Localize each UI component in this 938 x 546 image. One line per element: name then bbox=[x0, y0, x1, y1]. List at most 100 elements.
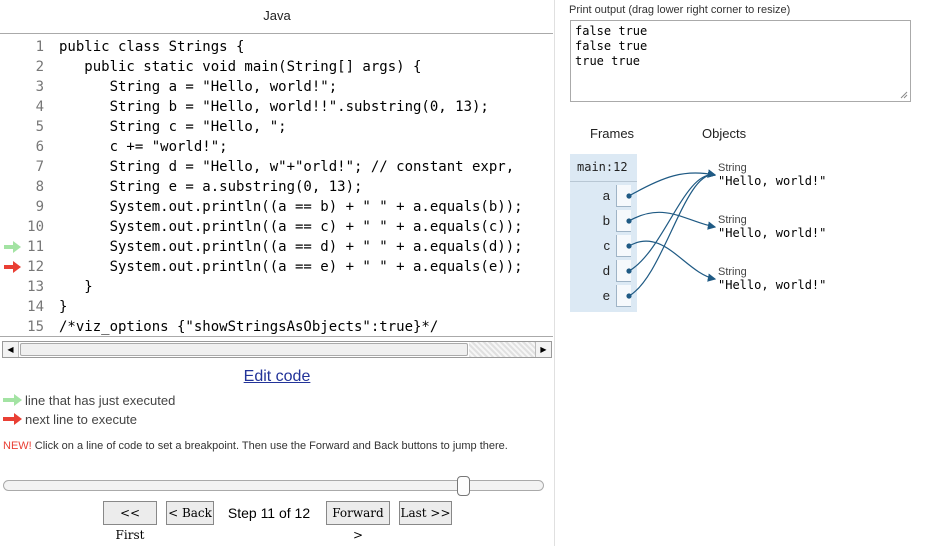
line-number[interactable]: 2 bbox=[35, 59, 44, 75]
visualization-panel: Print output (drag lower right corner to… bbox=[555, 0, 938, 546]
line-number[interactable]: 13 bbox=[27, 279, 44, 295]
print-output-line: false true bbox=[575, 24, 648, 38]
new-badge: NEW! bbox=[3, 440, 32, 452]
pointer-arrow bbox=[628, 169, 717, 197]
heap-string-object: String"Hello, world!" bbox=[718, 214, 826, 241]
line-number[interactable]: 10 bbox=[27, 219, 44, 235]
code-text: String b = "Hello, world!!".substring(0,… bbox=[59, 99, 489, 115]
code-text: System.out.println((a == e) + " " + a.eq… bbox=[59, 259, 523, 275]
variable-name: b bbox=[602, 213, 610, 228]
code-line[interactable]: 13 } bbox=[0, 277, 553, 297]
object-type-label: String bbox=[718, 214, 747, 226]
step-slider-handle[interactable] bbox=[457, 476, 470, 496]
line-number[interactable]: 11 bbox=[27, 239, 44, 255]
object-type-label: String bbox=[718, 266, 747, 278]
scroll-left-icon[interactable]: ◀ bbox=[3, 342, 19, 357]
variable-name: d bbox=[602, 263, 610, 278]
line-number[interactable]: 8 bbox=[35, 179, 44, 195]
heap-string-object: String"Hello, world!" bbox=[718, 266, 826, 293]
line-number[interactable]: 3 bbox=[35, 79, 44, 95]
code-line[interactable]: 5 String c = "Hello, "; bbox=[0, 117, 553, 137]
code-text: System.out.println((a == d) + " " + a.eq… bbox=[59, 239, 523, 255]
code-text: System.out.println((a == b) + " " + a.eq… bbox=[59, 199, 523, 215]
frames-header: Frames bbox=[590, 126, 635, 141]
edit-code-link[interactable]: Edit code bbox=[243, 368, 311, 385]
forward-button[interactable]: Forward > bbox=[326, 501, 390, 542]
print-output-title: Print output (drag lower right corner to… bbox=[569, 4, 791, 16]
code-line[interactable]: 11 System.out.println((a == d) + " " + a… bbox=[0, 237, 553, 257]
pane-divider[interactable] bbox=[554, 0, 555, 546]
red-right-arrow-icon bbox=[3, 413, 22, 425]
breakpoint-note: NEW! Click on a line of code to set a br… bbox=[3, 439, 543, 453]
pointer-dot bbox=[626, 243, 632, 249]
frame-separator bbox=[570, 181, 637, 182]
code-text: String e = a.substring(0, 13); bbox=[59, 179, 363, 195]
pointer-dot bbox=[626, 218, 632, 224]
first-button[interactable]: << First bbox=[103, 501, 157, 542]
code-line[interactable]: 7 String d = "Hello, w"+"orld!"; // cons… bbox=[0, 157, 553, 177]
line-number[interactable]: 15 bbox=[27, 319, 44, 335]
object-value: "Hello, world!" bbox=[718, 174, 827, 188]
pointer-arrow bbox=[628, 169, 717, 297]
code-line[interactable]: 14} bbox=[0, 297, 553, 317]
red-right-arrow-icon bbox=[4, 261, 21, 273]
code-line[interactable]: 12 System.out.println((a == e) + " " + a… bbox=[0, 257, 553, 277]
resize-grip-icon[interactable] bbox=[900, 91, 908, 99]
print-output-line: false true bbox=[575, 39, 648, 53]
code-line[interactable]: 6 c += "world!"; bbox=[0, 137, 553, 157]
step-slider[interactable] bbox=[3, 476, 544, 496]
code-line[interactable]: 8 String e = a.substring(0, 13); bbox=[0, 177, 553, 197]
line-number[interactable]: 9 bbox=[35, 199, 44, 215]
code-horizontal-scrollbar[interactable]: ◀ ▶ bbox=[2, 341, 552, 358]
object-value: "Hello, world!" bbox=[718, 278, 827, 292]
line-number[interactable]: 4 bbox=[35, 99, 44, 115]
last-button[interactable]: Last >> bbox=[399, 501, 452, 525]
variable-name: a bbox=[602, 188, 610, 203]
variable-pointer-cell bbox=[616, 185, 631, 207]
code-listing: 1 public class Strings { 2 public static v… bbox=[0, 33, 553, 337]
code-text: c += "world!"; bbox=[59, 139, 228, 155]
line-number[interactable]: 6 bbox=[35, 139, 44, 155]
frame-name: main:12 bbox=[577, 160, 628, 174]
line-number[interactable]: 12 bbox=[27, 259, 44, 275]
heap-string-object: String"Hello, world!" bbox=[718, 162, 826, 189]
legend-just-executed: line that has just executed bbox=[3, 392, 175, 408]
code-text: System.out.println((a == c) + " " + a.eq… bbox=[59, 219, 523, 235]
code-line[interactable]: 2 public static void main(String[] args)… bbox=[0, 57, 553, 77]
scrollbar-thumb[interactable] bbox=[20, 343, 468, 356]
code-text: public static void main(String[] args) { bbox=[59, 59, 422, 75]
variable-pointer-cell bbox=[616, 285, 631, 307]
variable-name: e bbox=[602, 288, 610, 303]
code-text: public class Strings { bbox=[59, 39, 245, 55]
variable-name: c bbox=[603, 238, 611, 253]
objects-header: Objects bbox=[702, 126, 747, 141]
pointer-arrows bbox=[626, 169, 717, 299]
code-text: String c = "Hello, "; bbox=[59, 119, 287, 135]
object-value: "Hello, world!" bbox=[718, 226, 827, 240]
code-line[interactable]: 4 String b = "Hello, world!!".substring(… bbox=[0, 97, 553, 117]
line-number[interactable]: 5 bbox=[35, 119, 44, 135]
legend-just-executed-label: line that has just executed bbox=[25, 392, 176, 408]
line-number[interactable]: 1 bbox=[35, 39, 44, 55]
print-output-line: true true bbox=[575, 54, 641, 68]
step-counter: Step 11 of 12 bbox=[227, 505, 311, 521]
line-number[interactable]: 7 bbox=[35, 159, 44, 175]
code-line[interactable]: 15/*viz_options {"showStringsAsObjects":… bbox=[0, 317, 553, 336]
scroll-right-icon[interactable]: ▶ bbox=[535, 342, 551, 357]
code-text: } bbox=[59, 279, 93, 295]
back-button[interactable]: < Back bbox=[166, 501, 214, 525]
code-text: String a = "Hello, world!"; bbox=[59, 79, 338, 95]
line-number[interactable]: 14 bbox=[27, 299, 44, 315]
code-line[interactable]: 9 System.out.println((a == b) + " " + a.… bbox=[0, 197, 553, 217]
pointer-dot bbox=[626, 268, 632, 274]
breakpoint-note-text: Click on a line of code to set a breakpo… bbox=[31, 440, 508, 452]
code-text: } bbox=[59, 299, 68, 315]
code-line[interactable]: 3 String a = "Hello, world!"; bbox=[0, 77, 553, 97]
pointer-dot bbox=[626, 293, 632, 299]
scrollbar-track[interactable] bbox=[469, 342, 535, 357]
code-line[interactable]: 10 System.out.println((a == c) + " " + a… bbox=[0, 217, 553, 237]
code-line[interactable]: 1 public class Strings { bbox=[0, 37, 553, 57]
